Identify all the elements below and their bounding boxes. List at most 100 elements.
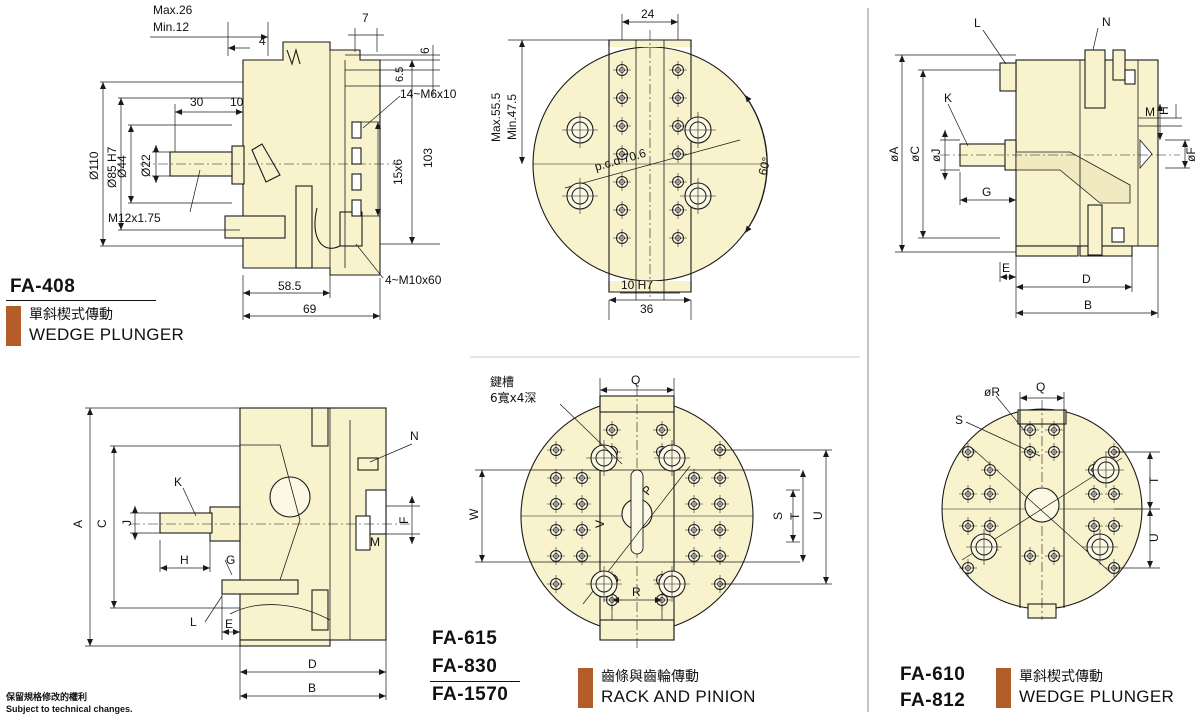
label-q-615: Q (631, 373, 640, 387)
label-e: E (1002, 261, 1010, 275)
fa408-side-dimensions (100, 22, 440, 320)
fa408-side-view (140, 41, 400, 276)
model-fa408: FA-408 (10, 276, 76, 297)
dim-15x6: 15x6 (391, 159, 405, 185)
dim-d110: Ø110 (87, 151, 101, 180)
dim-69: 69 (303, 302, 317, 316)
fa615-side-dimensions (85, 407, 420, 700)
label-h-615: H (180, 553, 189, 567)
fa610-top-view (941, 400, 1143, 620)
dim-58-5: 58.5 (278, 279, 302, 293)
label-q: Q (1036, 380, 1045, 394)
dim-max55-5: Max.55.5 (489, 92, 503, 142)
label-u: U (1147, 533, 1161, 542)
label-h: H (1157, 106, 1171, 115)
dim-min47-5: Min.47.5 (505, 94, 519, 140)
model-fa1570: FA-1570 (432, 684, 509, 705)
dim-6: 6 (418, 47, 432, 54)
label-k-615: K (174, 475, 182, 489)
model-fa830-underline (430, 681, 520, 682)
tag-fa610-zh: 單斜楔式傳動 (1019, 669, 1103, 685)
dim-60-deg: 60° (755, 155, 773, 176)
keyway-label-1: 鍵槽 (490, 374, 514, 389)
model-fa830: FA-830 (432, 656, 498, 677)
label-a: øA (887, 147, 901, 162)
footnote-zh: 保留規格修改的權利 (6, 693, 88, 703)
dim-24: 24 (641, 7, 655, 21)
tag-fa408-zh: 單斜楔式傳動 (29, 307, 113, 323)
tag-fa615-zh: 齒條與齒輪傳動 (601, 669, 699, 685)
label-m: M (1145, 105, 1155, 119)
label-b: B (1084, 298, 1092, 312)
fa615-top-dimensions (475, 378, 832, 620)
tag-fa615: 齒條與齒輪傳動 RACK AND PINION (578, 668, 756, 708)
label-f-615: F (397, 517, 411, 524)
label-f: øF (1184, 147, 1198, 162)
label-b-615: B (308, 681, 316, 695)
dim-4: 4 (259, 34, 266, 48)
label-u-615: U (811, 511, 825, 520)
dim-103: 103 (421, 148, 435, 168)
label-m-615: M (370, 535, 380, 549)
keyway-label-2: 6寬x4深 (490, 390, 536, 405)
label-s-615: S (771, 512, 785, 520)
dim-7: 7 (362, 11, 369, 25)
accent-bar (6, 306, 21, 346)
dim-10-h7: 10 H7 (621, 278, 653, 292)
label-d: D (1082, 272, 1091, 286)
label-t: T (1147, 476, 1161, 484)
label-l-615: L (190, 615, 197, 629)
dim-10: 10 (230, 95, 244, 109)
model-fa615: FA-615 (432, 628, 498, 649)
fa408-top-view (532, 30, 768, 300)
model-fa812: FA-812 (900, 690, 966, 711)
label-c: øC (908, 146, 922, 162)
fa408-top-dimensions (508, 14, 768, 320)
label-a-615: A (71, 520, 85, 528)
dim-m10: 4~M10x60 (385, 273, 442, 287)
fa610-side-dimensions (895, 27, 1190, 318)
label-j: øJ (929, 149, 943, 162)
fa615-top-view (520, 386, 754, 650)
fa610-top-dimensions (965, 392, 1160, 569)
model-fa408-underline (6, 300, 156, 301)
footnote-en: Subject to technical changes. (6, 704, 133, 714)
tag-fa615-en: RACK AND PINION (601, 687, 756, 706)
label-l: L (974, 16, 981, 30)
accent-bar (578, 668, 593, 708)
tag-fa408-en: WEDGE PLUNGER (29, 325, 185, 344)
label-d-615: D (308, 657, 317, 671)
label-g-615: G (226, 553, 235, 567)
dim-m6: 14~M6x10 (400, 87, 457, 101)
dim-6-5: 6.5 (394, 67, 406, 82)
dim-d22: Ø22 (139, 154, 153, 177)
dim-m12: M12x1.75 (108, 211, 161, 225)
label-c-615: C (95, 519, 109, 528)
label-s: S (955, 413, 963, 427)
accent-bar (996, 668, 1011, 708)
dim-d44: Ø44 (115, 155, 129, 178)
dim-max26: Max.26 (153, 3, 193, 17)
fa610-side-view (940, 49, 1180, 257)
label-n-615: N (410, 429, 419, 443)
label-g: G (982, 185, 991, 199)
tag-fa610-en: WEDGE PLUNGER (1019, 687, 1175, 706)
label-r-615: R (632, 585, 641, 599)
dim-36: 36 (640, 302, 654, 316)
label-t-615: T (788, 512, 802, 520)
fa615-side-view (130, 407, 410, 647)
tag-fa408: 單斜楔式傳動 WEDGE PLUNGER (6, 306, 184, 346)
dim-min12: Min.12 (153, 20, 189, 34)
label-k: K (944, 91, 952, 105)
tag-fa610: 單斜楔式傳動 WEDGE PLUNGER (996, 668, 1174, 708)
dim-d85: Ø85 H7 (105, 146, 119, 188)
dim-30: 30 (190, 95, 204, 109)
model-fa610: FA-610 (900, 664, 966, 685)
label-w-615: W (467, 508, 481, 520)
label-j-615: J (120, 520, 134, 526)
label-r: øR (984, 385, 1000, 399)
label-e-615: E (225, 617, 233, 631)
label-v-615: V (593, 520, 607, 528)
label-n: N (1102, 15, 1111, 29)
